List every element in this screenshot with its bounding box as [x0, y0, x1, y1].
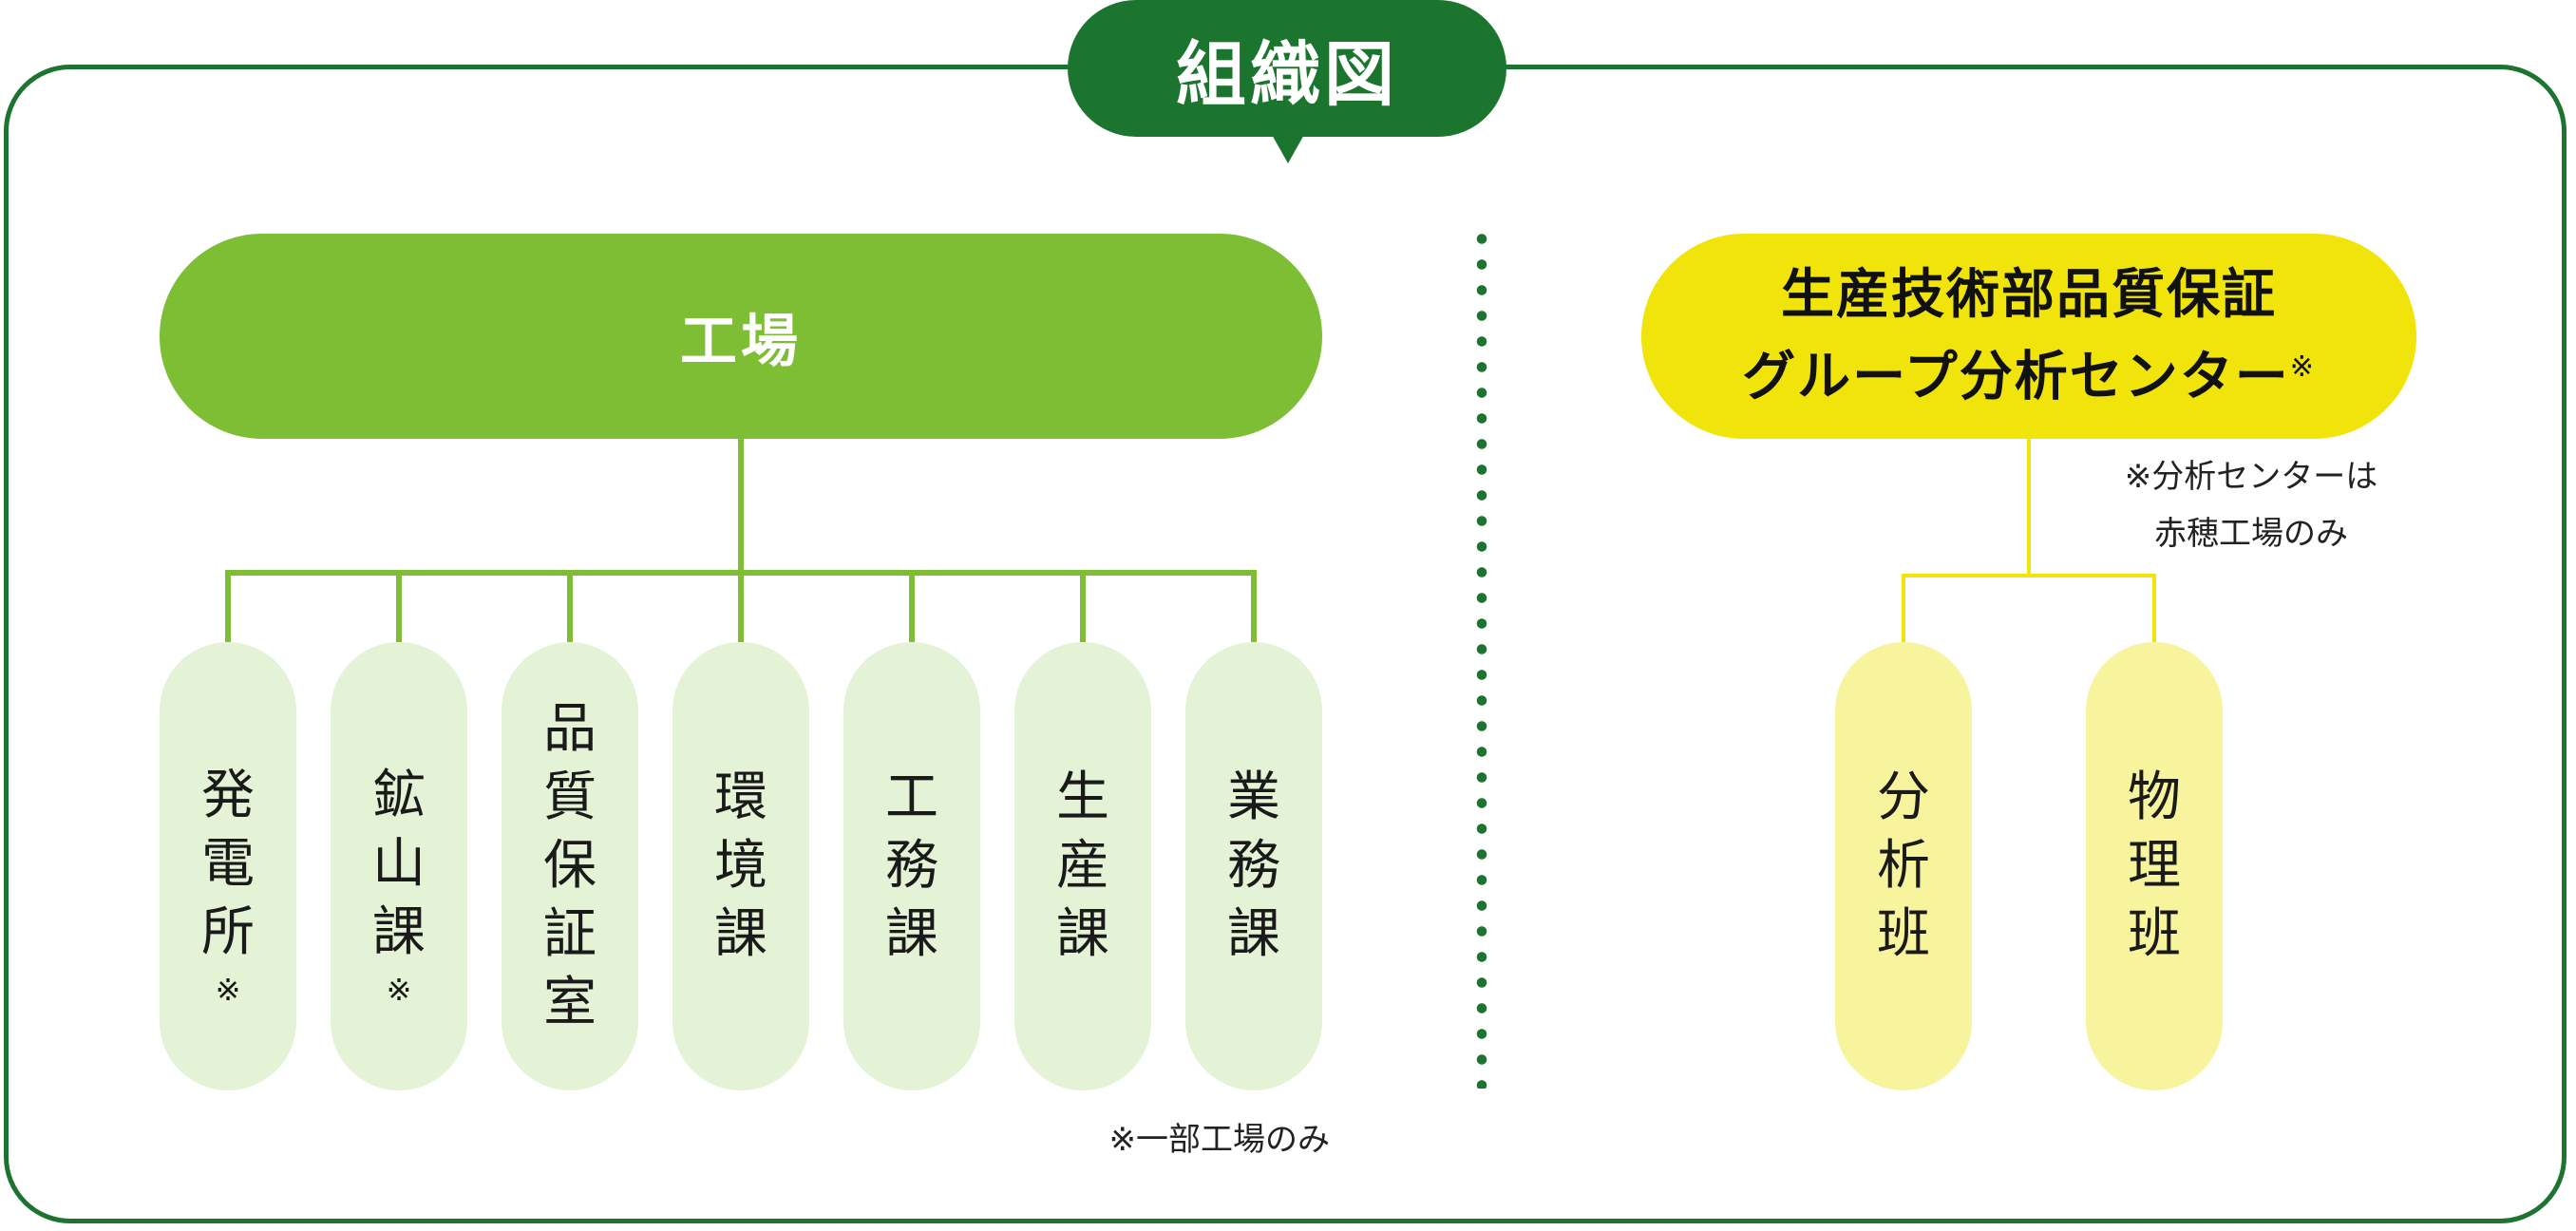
dept-connector	[909, 570, 915, 642]
analysis-center-label-line1: 生産技術部品質保証	[1781, 263, 2277, 326]
department-node: 工務課	[843, 642, 980, 1090]
department-node: 鉱山課 ※	[331, 642, 467, 1090]
team-connector	[2152, 574, 2156, 642]
factory-label: 工場	[680, 308, 802, 375]
department-label: 業務課	[1227, 767, 1280, 965]
dept-connector	[1251, 570, 1257, 642]
department-label: 環境課	[714, 767, 767, 965]
analysis-center-label-text: グループ分析センター	[1742, 346, 2290, 408]
center-branch-line	[1902, 574, 2156, 578]
center-stem-line	[2027, 439, 2031, 576]
team-connector	[1902, 574, 1905, 642]
department-label: 発電所	[201, 765, 255, 963]
department-node: 生産課	[1014, 642, 1151, 1090]
factory-node: 工場	[160, 234, 1322, 439]
team-label: 分析班	[1877, 767, 1930, 965]
analysis-center-label-line2: グループ分析センター※	[1742, 331, 2316, 414]
department-label: 品質保証室	[543, 698, 597, 1033]
team-node: 物理班	[2086, 642, 2223, 1090]
department-mark: ※	[386, 972, 412, 1008]
dept-connector	[1080, 570, 1086, 642]
analysis-center-node: 生産技術部品質保証 グループ分析センター※	[1641, 234, 2416, 439]
analysis-center-note-line1: ※分析センターは	[2124, 458, 2378, 496]
department-label: 生産課	[1056, 767, 1109, 965]
diagram-title-badge: 組織図	[1068, 0, 1506, 137]
department-label: 鉱山課	[372, 765, 426, 963]
department-node: 環境課	[672, 642, 809, 1090]
team-label: 物理班	[2128, 767, 2181, 965]
analysis-center-mark: ※	[2289, 350, 2316, 384]
department-node: 発電所 ※	[160, 642, 296, 1090]
dept-connector	[396, 570, 402, 642]
department-node: 品質保証室	[502, 642, 638, 1090]
team-node: 分析班	[1835, 642, 1972, 1090]
department-mark: ※	[215, 972, 241, 1008]
dept-connector	[225, 570, 231, 642]
factory-stem-line	[738, 439, 744, 576]
department-label: 工務課	[885, 767, 938, 965]
analysis-center-note-line2: 赤穂工場のみ	[2154, 515, 2348, 553]
factory-footnote: ※一部工場のみ	[1108, 1121, 1331, 1159]
dotted-divider	[1476, 226, 1487, 1089]
diagram-title: 組織図	[1176, 33, 1398, 116]
analysis-center-note: ※分析センターは 赤穂工場のみ	[2071, 448, 2432, 562]
department-node: 業務課	[1185, 642, 1322, 1090]
title-pointer	[1271, 133, 1305, 163]
dept-connector	[567, 570, 573, 642]
dept-connector	[738, 570, 744, 642]
